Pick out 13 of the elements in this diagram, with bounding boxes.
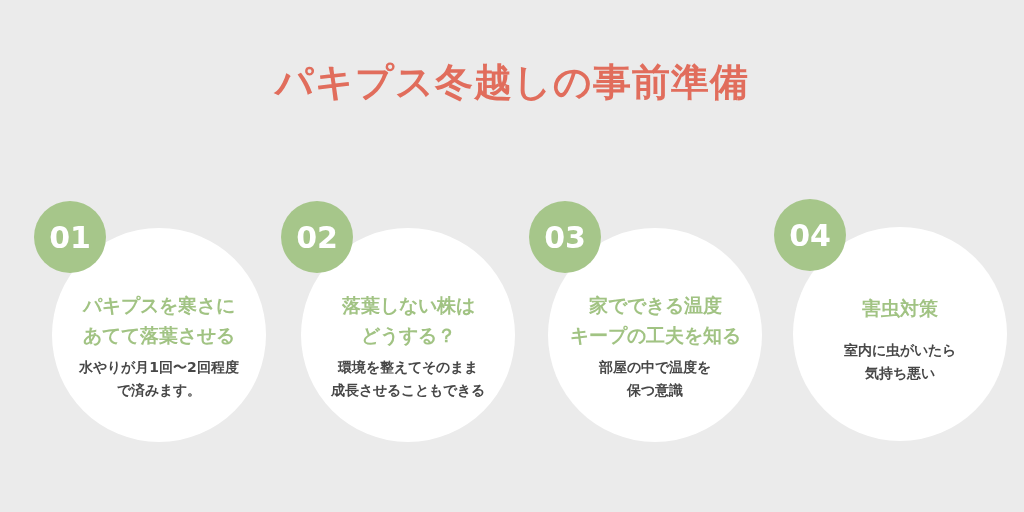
step-number-badge: 02 <box>281 201 353 273</box>
step-number-badge: 01 <box>34 201 106 273</box>
step-description: 室内に虫がいたら気持ち悪い <box>844 341 956 383</box>
title: パキプス冬越しの事前準備 <box>275 59 749 106</box>
step-description: 水やりが月1回〜2回程度で済みます。 <box>79 358 239 400</box>
step-number-badge: 03 <box>529 201 601 273</box>
step-description: 部屋の中で温度を保つ意識 <box>599 358 711 400</box>
step-heading: 家でできる温度キープの工夫を知る <box>569 293 741 348</box>
step-description: 環境を整えてそのまま成長させることもできる <box>331 358 485 400</box>
step-number-badge: 04 <box>774 199 846 271</box>
step-heading: 落葉しない株はどうする？ <box>341 293 475 348</box>
step-heading: 害虫対策 <box>862 296 938 321</box>
step-heading: パキプスを寒さにあてて落葉させる <box>83 293 235 348</box>
